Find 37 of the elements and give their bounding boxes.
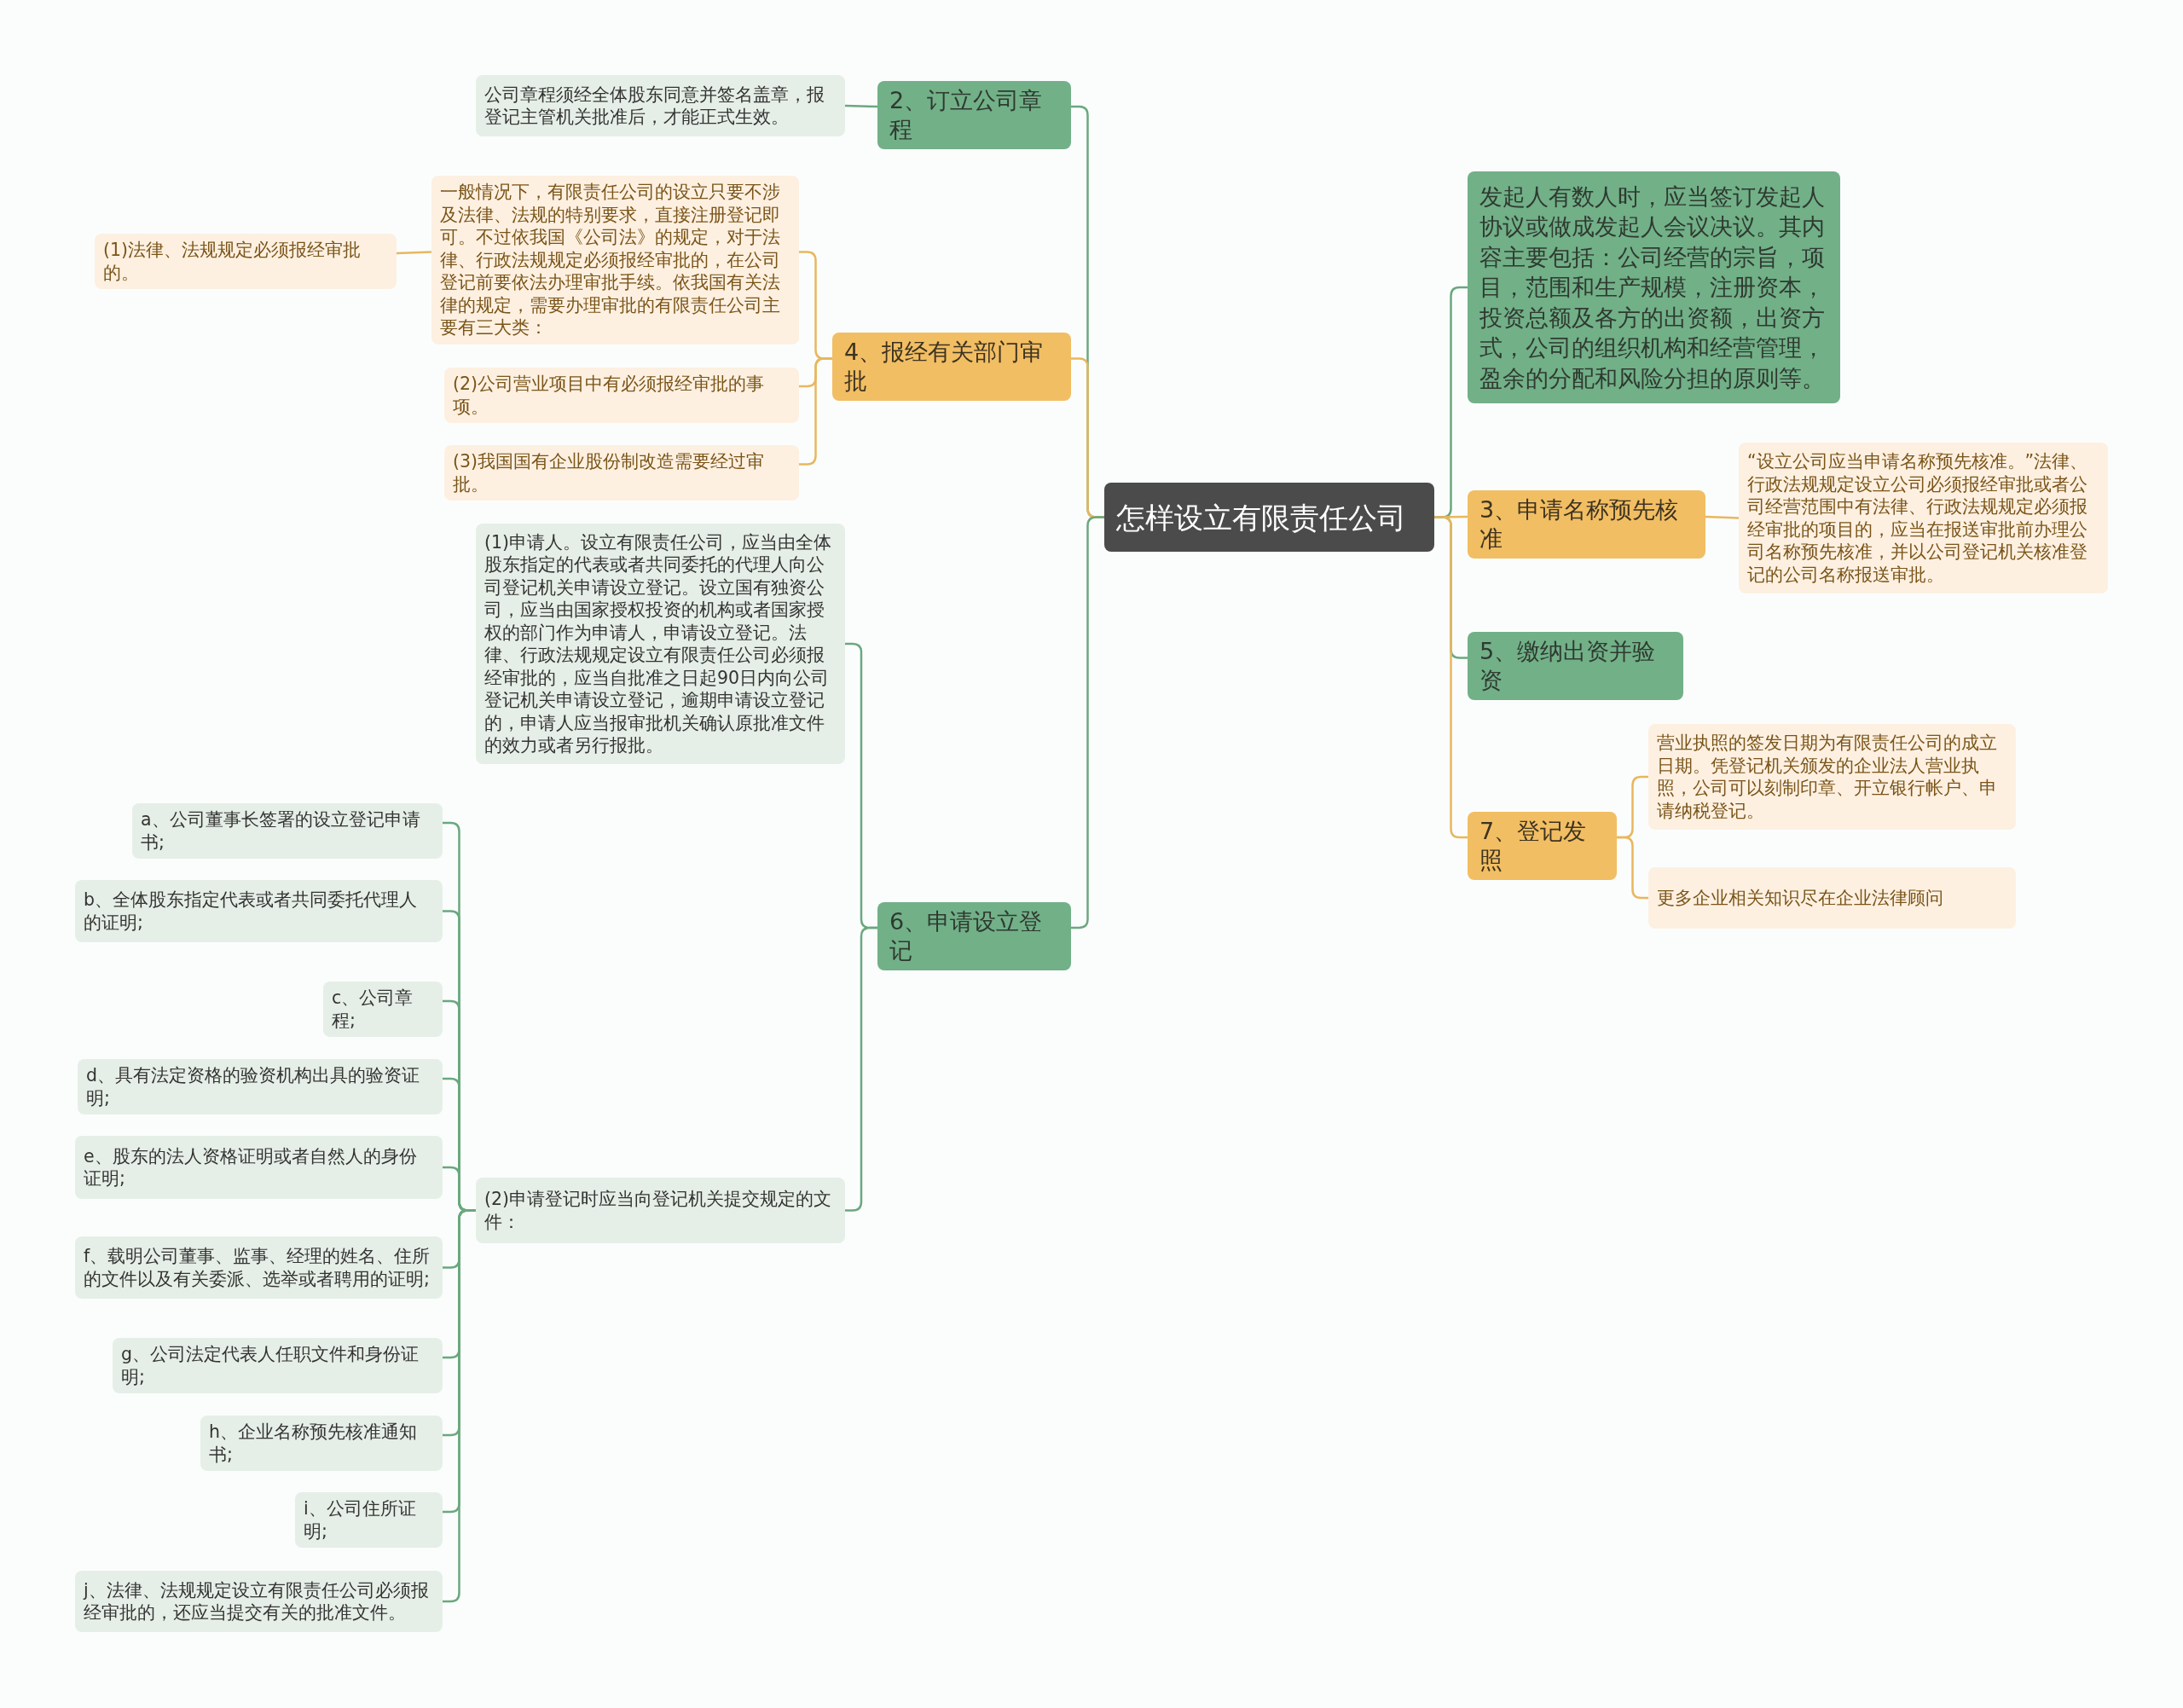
note-box: (3)我国国有企业股份制改造需要经过审批。 [444, 445, 799, 501]
note-box: g、公司法定代表人任职文件和身份证明; [113, 1338, 443, 1393]
note-box: (2)申请登记时应当向登记机关提交规定的文件： [476, 1178, 845, 1243]
note-box: (2)公司营业项目中有必须报经审批的事项。 [444, 368, 799, 423]
connector-line [844, 104, 878, 108]
note-box: d、具有法定资格的验资机构出具的验资证明; [78, 1059, 443, 1115]
note-box: a、公司董事长签署的设立登记申请书; [132, 803, 443, 859]
connector-line [1617, 836, 1648, 900]
connector-line [396, 251, 432, 255]
note-box: 一般情况下，有限责任公司的设立只要不涉及法律、法规的特别要求，直接注册登记即可。不过依我国《公司法》的规定，对于法律、行政法规规定必须报经审批的，在公司登记前要依法办理审批手续。依我国有关法律的规定，需要办理审批的有限责任公司主要有三大类： [431, 176, 799, 344]
note-box: (1)法律、法规规定必须报经审批的。 [95, 234, 397, 289]
connector-line [443, 1209, 476, 1603]
root-topic-box: 怎样设立有限责任公司 [1104, 483, 1434, 552]
note-box: i、公司住所证明; [295, 1492, 443, 1548]
note-box: 营业执照的签发日期为有限责任公司的成立日期。凭登记机关颁发的企业法人营业执照，公司可以刻制印章、开立银行帐户、申请纳税登记。 [1648, 724, 2016, 830]
note-box: (1)申请人。设立有限责任公司，应当由全体股东指定的代表或者共同委托的代理人向公司登记机关申请设立登记。设立国有独资公司，应当由国家授权投资的机构或者国家授权的部门作为申请人，申请设立登记。法律、行政法规规定设立有限责任公司必须报经审批的，应当自批准之日起90日内向公司登记机关申请设立登记，逾期申请设立登记的，申请人应当报审批机关确认原批准文件的效力或者另行报批。 [476, 524, 845, 764]
connector-line [1434, 516, 1468, 839]
topic-box: 2、订立公司章程 [877, 81, 1071, 149]
topic-box: 3、申请名称预先核准 [1468, 490, 1705, 559]
note-box: h、企业名称预先核准通知书; [200, 1416, 443, 1471]
note-box: j、法律、法规规定设立有限责任公司必须报经审批的，还应当提交有关的批准文件。 [75, 1571, 443, 1632]
topic-box: 5、缴纳出资并验资 [1468, 632, 1683, 700]
connector-line [1071, 516, 1104, 929]
note-box: “设立公司应当申请名称预先核准。”法律、行政法规规定设立公司必须报经审批或者公司经营范围中有法律、行政法规规定必须报经审批的项目的，应当在报送审批前办理公司名称预先核准，并以公司登记机关核准登记的公司名称报送审批。 [1739, 443, 2108, 593]
note-box: c、公司章程; [323, 981, 443, 1037]
connector-line [799, 357, 832, 466]
topic-box: 6、申请设立登记 [877, 902, 1071, 970]
connector-line [1705, 515, 1740, 519]
topic-box: 发起人有数人时，应当签订发起人协议或做成发起人会议决议。其内容主要包括：公司经营的宗旨，项目，范围和生产规模，注册资本，投资总额及各方的出资额，出资方式，公司的组织机构和经营管理，盈余的分配和风险分担的原则等。 [1468, 171, 1840, 403]
note-box: 公司章程须经全体股东同意并签名盖章，报登记主管机关批准后，才能正式生效。 [476, 75, 845, 136]
topic-box: 4、报经有关部门审批 [832, 333, 1071, 401]
note-box: 更多企业相关知识尽在企业法律顾问 [1648, 867, 2016, 929]
connector-line [845, 926, 877, 1212]
note-box: e、股东的法人资格证明或者自然人的身份证明; [75, 1136, 443, 1199]
note-box: b、全体股东指定代表或者共同委托代理人的证明; [75, 880, 443, 942]
topic-box: 7、登记发照 [1468, 812, 1617, 880]
note-box: f、载明公司董事、监事、经理的姓名、住所的文件以及有关委派、选举或者聘用的证明; [75, 1236, 443, 1299]
